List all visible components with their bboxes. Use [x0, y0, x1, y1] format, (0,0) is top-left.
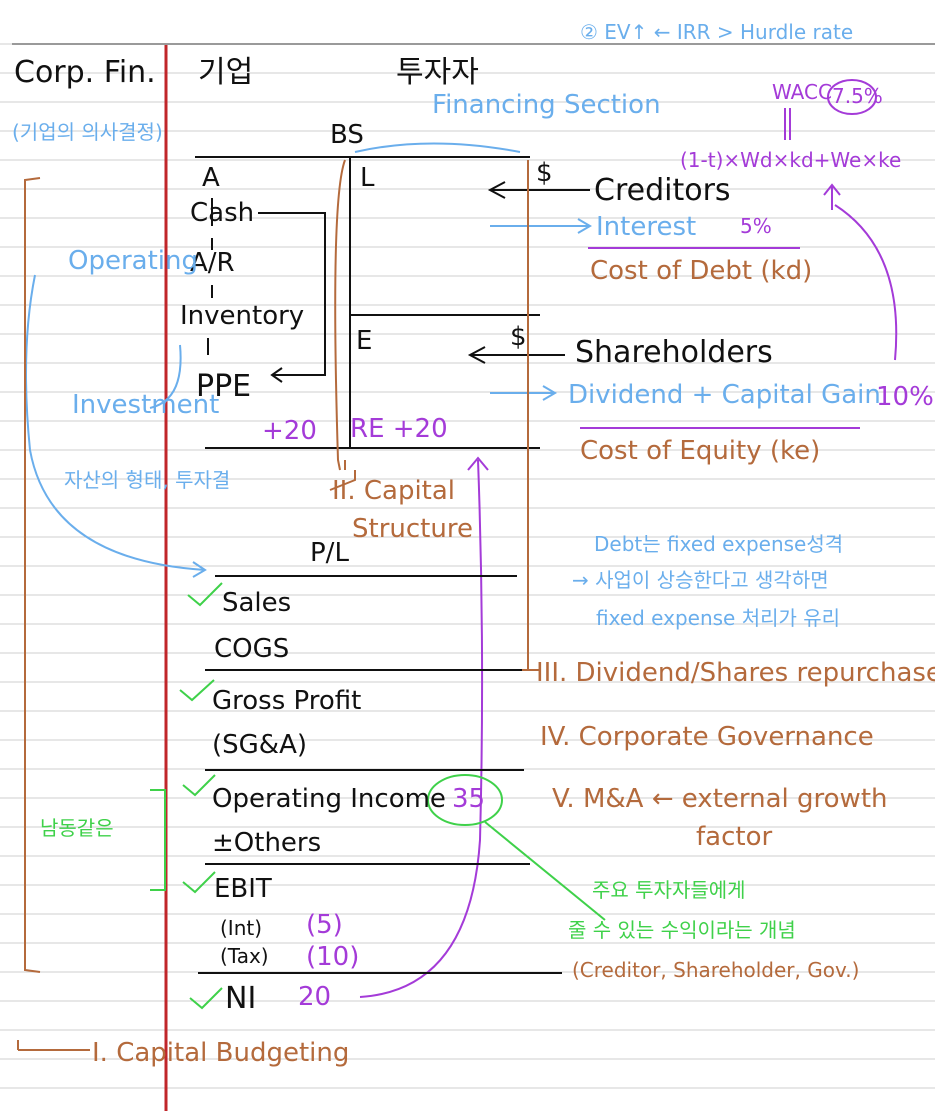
re-plus20: RE +20	[350, 414, 448, 444]
ma-label-1: V. M&A ← external growth	[552, 784, 888, 814]
corp-fin-heading: Corp. Fin.	[14, 55, 156, 90]
dividend-capital-gain: Dividend + Capital Gain	[568, 380, 881, 410]
shareholders-label: Shareholders	[575, 335, 773, 370]
int-label: (Int)	[220, 916, 263, 940]
ev-irr-note: ② EV↑ ← IRR > Hurdle rate	[580, 20, 854, 44]
cost-of-debt: Cost of Debt (kd)	[590, 256, 813, 286]
operating-label: Operating	[68, 246, 198, 276]
pl-lines	[198, 575, 562, 974]
cost-arrows	[25, 142, 592, 578]
ni-label: NI	[225, 981, 257, 1016]
equity-rate: 10%	[876, 382, 934, 412]
green-note-2: 줄 수 있는 수익이라는 개념	[568, 918, 796, 942]
tax-value: (10)	[306, 942, 360, 972]
capital-structure-label-2: Structure	[352, 514, 473, 544]
pl-title: P/L	[310, 538, 349, 568]
ppe-plus20: +20	[262, 416, 317, 446]
ar-label: A/R	[190, 248, 235, 278]
funding-arrows	[467, 181, 590, 364]
green-marks	[150, 582, 606, 1010]
asset-form-note: 자산의 형태, 투자결	[64, 468, 231, 492]
wacc-label: WACC	[772, 80, 832, 104]
financing-section-label: Financing Section	[432, 90, 661, 120]
cash-label: Cash	[190, 198, 255, 228]
same-thing-note: 남동같은	[40, 816, 114, 840]
creditors-dollar: $	[536, 158, 553, 188]
ma-label-2: factor	[696, 822, 773, 852]
sales-label: Sales	[222, 588, 292, 618]
inventory-label: Inventory	[180, 301, 305, 331]
cost-of-equity: Cost of Equity (ke)	[580, 436, 821, 466]
others-label: ±Others	[212, 828, 322, 858]
tax-label: (Tax)	[220, 944, 269, 968]
shareholders-dollar: $	[510, 322, 527, 352]
cogs-label: COGS	[214, 634, 290, 664]
wacc-rate: 7.5%	[832, 84, 883, 108]
bs-title: BS	[330, 120, 364, 150]
investor-heading: 투자자	[396, 55, 479, 90]
int-value: (5)	[306, 910, 343, 940]
liabilities-label: L	[360, 163, 375, 193]
gross-profit-label: Gross Profit	[212, 686, 362, 716]
sga-label: (SG&A)	[212, 730, 307, 760]
ebit-label: EBIT	[214, 874, 272, 904]
operating-income-label: Operating Income	[212, 784, 446, 814]
investment-label: Investment	[72, 390, 220, 420]
governance-label: IV. Corporate Governance	[540, 722, 874, 752]
ni-value: 20	[298, 982, 332, 1012]
equity-label: E	[356, 326, 373, 356]
company-heading: 기업	[198, 55, 254, 90]
debt-note-3: fixed expense 처리가 유리	[596, 606, 841, 630]
dividend-label: III. Dividend/Shares repurchase	[536, 658, 935, 688]
operating-income-value: 35	[452, 784, 486, 814]
bs-t-account	[195, 156, 540, 449]
company-decision-note: (기업의 의사결정)	[12, 120, 163, 144]
interest-rate: 5%	[740, 214, 772, 238]
creditors-label: Creditors	[594, 173, 731, 208]
brown-lines	[17, 159, 540, 1051]
wacc-formula: (1-t)×Wd×kd+We×ke	[680, 148, 902, 172]
debt-note-2: → 사업이 상승한다고 생각하면	[572, 568, 829, 592]
debt-note-1: Debt는 fixed expense성격	[594, 532, 844, 556]
ppe-label: PPE	[196, 369, 252, 404]
ruled-lines	[0, 43, 935, 1089]
green-note-1: 주요 투자자들에게	[592, 878, 746, 902]
green-note-3: (Creditor, Shareholder, Gov.)	[572, 958, 860, 982]
assets-label: A	[202, 163, 220, 193]
capital-budgeting-label: I. Capital Budgeting	[92, 1038, 350, 1068]
interest-label: Interest	[596, 212, 697, 242]
capital-structure-label-1: II. Capital	[332, 476, 456, 506]
